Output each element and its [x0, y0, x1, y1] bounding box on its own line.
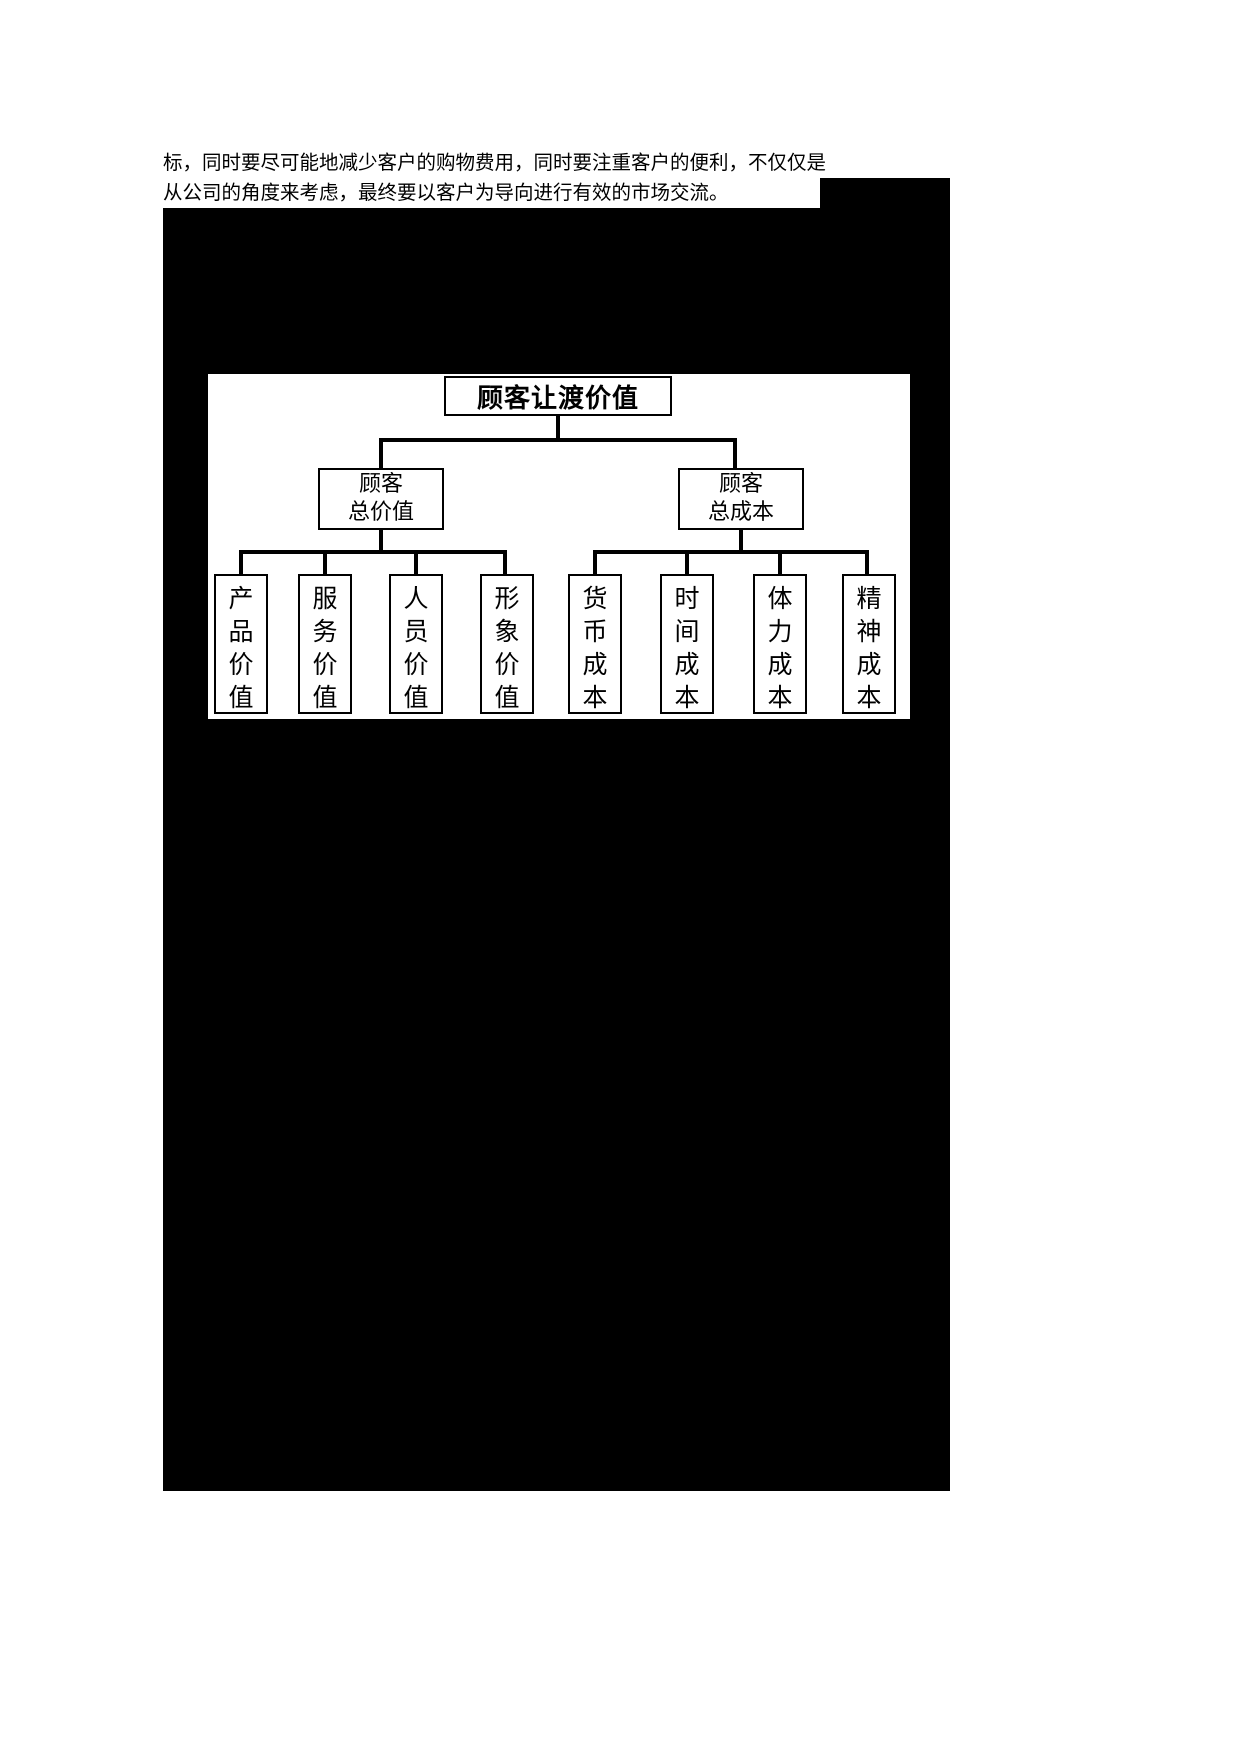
- leaf-0-char-3: 值: [228, 683, 254, 712]
- diagram-leaf-product-value: 产 品 价 值: [214, 574, 268, 714]
- diagram-root-label: 顾客让渡价值: [476, 383, 639, 414]
- leaf-0-char-0: 产: [228, 584, 254, 613]
- leaf-5-char-2: 成: [674, 650, 700, 679]
- diagram-leaf-energy-cost: 体 力 成 本: [753, 574, 807, 714]
- diagram-leaf-personnel-value: 人 员 价 值: [389, 574, 443, 714]
- leaf-4-char-0: 货: [582, 584, 608, 613]
- diagram-branch-node-total-value: 顾客 总价值: [318, 468, 444, 530]
- leaf-4-char-1: 币: [582, 617, 608, 646]
- connector-left-child-1: [323, 550, 327, 574]
- connector-level1-bar: [379, 438, 737, 442]
- leaf-2-char-3: 值: [403, 683, 429, 712]
- connector-right-child-2: [778, 550, 782, 574]
- leaf-2-char-2: 价: [403, 650, 429, 679]
- leaf-4-char-2: 成: [582, 650, 608, 679]
- leaf-6-char-2: 成: [767, 650, 793, 679]
- leaf-5-char-1: 间: [674, 617, 700, 646]
- connector-right-child-3: [865, 550, 869, 574]
- diagram-leaf-service-value: 服 务 价 值: [298, 574, 352, 714]
- leaf-7-char-3: 本: [856, 683, 882, 712]
- paragraph-line-2: 从公司的角度来考虑，最终要以客户为导向进行有效的市场交流。: [163, 178, 820, 208]
- connector-right-child-0: [593, 550, 597, 574]
- leaf-1-char-1: 务: [312, 617, 338, 646]
- connector-right-child-1: [685, 550, 689, 574]
- connector-right-children-bar: [593, 550, 869, 554]
- leaf-7-char-0: 精: [856, 584, 882, 613]
- paragraph-line-1: 标，同时要尽可能地减少客户的购物费用，同时要注重客户的便利，不仅仅是: [163, 148, 950, 178]
- diagram-leaf-monetary-cost: 货 币 成 本: [568, 574, 622, 714]
- branch-left-label-line1: 顾客: [358, 472, 403, 497]
- leaf-5-char-0: 时: [674, 584, 700, 613]
- leaf-7-char-1: 神: [856, 617, 882, 646]
- connector-right-branch-stem: [739, 530, 743, 552]
- diagram-leaf-time-cost: 时 间 成 本: [660, 574, 714, 714]
- connector-root-stem: [556, 416, 560, 440]
- connector-left-child-3: [503, 550, 507, 574]
- diagram-leaf-psychic-cost: 精 神 成 本: [842, 574, 896, 714]
- leaf-3-char-1: 象: [494, 617, 520, 646]
- connector-left-children-bar: [239, 550, 507, 554]
- diagram-branch-node-total-cost: 顾客 总成本: [678, 468, 804, 530]
- connector-left-child-2: [414, 550, 418, 574]
- leaf-3-char-2: 价: [494, 650, 520, 679]
- leaf-7-char-2: 成: [856, 650, 882, 679]
- leaf-2-char-1: 员: [403, 617, 429, 646]
- leaf-0-char-1: 品: [228, 617, 254, 646]
- leaf-3-char-3: 值: [494, 683, 520, 712]
- leaf-6-char-1: 力: [767, 617, 793, 646]
- leaf-1-char-2: 价: [312, 650, 338, 679]
- leaf-1-char-3: 值: [312, 683, 338, 712]
- leaf-5-char-3: 本: [674, 683, 700, 712]
- branch-right-label-line1: 顾客: [718, 472, 763, 497]
- connector-to-branch-left: [379, 438, 383, 468]
- leaf-3-char-0: 形: [494, 584, 520, 613]
- diagram-leaf-image-value: 形 象 价 值: [480, 574, 534, 714]
- leaf-0-char-2: 价: [228, 650, 254, 679]
- leaf-2-char-0: 人: [403, 584, 429, 613]
- connector-left-child-0: [239, 550, 243, 574]
- leaf-4-char-3: 本: [582, 683, 608, 712]
- customer-delivered-value-diagram: 顾客让渡价值 顾客 总价值 顾客 总成本: [208, 374, 910, 719]
- leaf-6-char-0: 体: [767, 584, 793, 613]
- leaf-1-char-0: 服: [312, 584, 338, 613]
- diagram-root-node: 顾客让渡价值: [444, 376, 672, 416]
- connector-left-branch-stem: [379, 530, 383, 552]
- branch-left-label-line2: 总价值: [347, 500, 414, 525]
- body-paragraph: 标，同时要尽可能地减少客户的购物费用，同时要注重客户的便利，不仅仅是 从公司的角…: [163, 148, 950, 208]
- connector-to-branch-right: [733, 438, 737, 468]
- page-content-block: [163, 148, 950, 1491]
- leaf-6-char-3: 本: [767, 683, 793, 712]
- branch-right-label-line2: 总成本: [707, 500, 774, 525]
